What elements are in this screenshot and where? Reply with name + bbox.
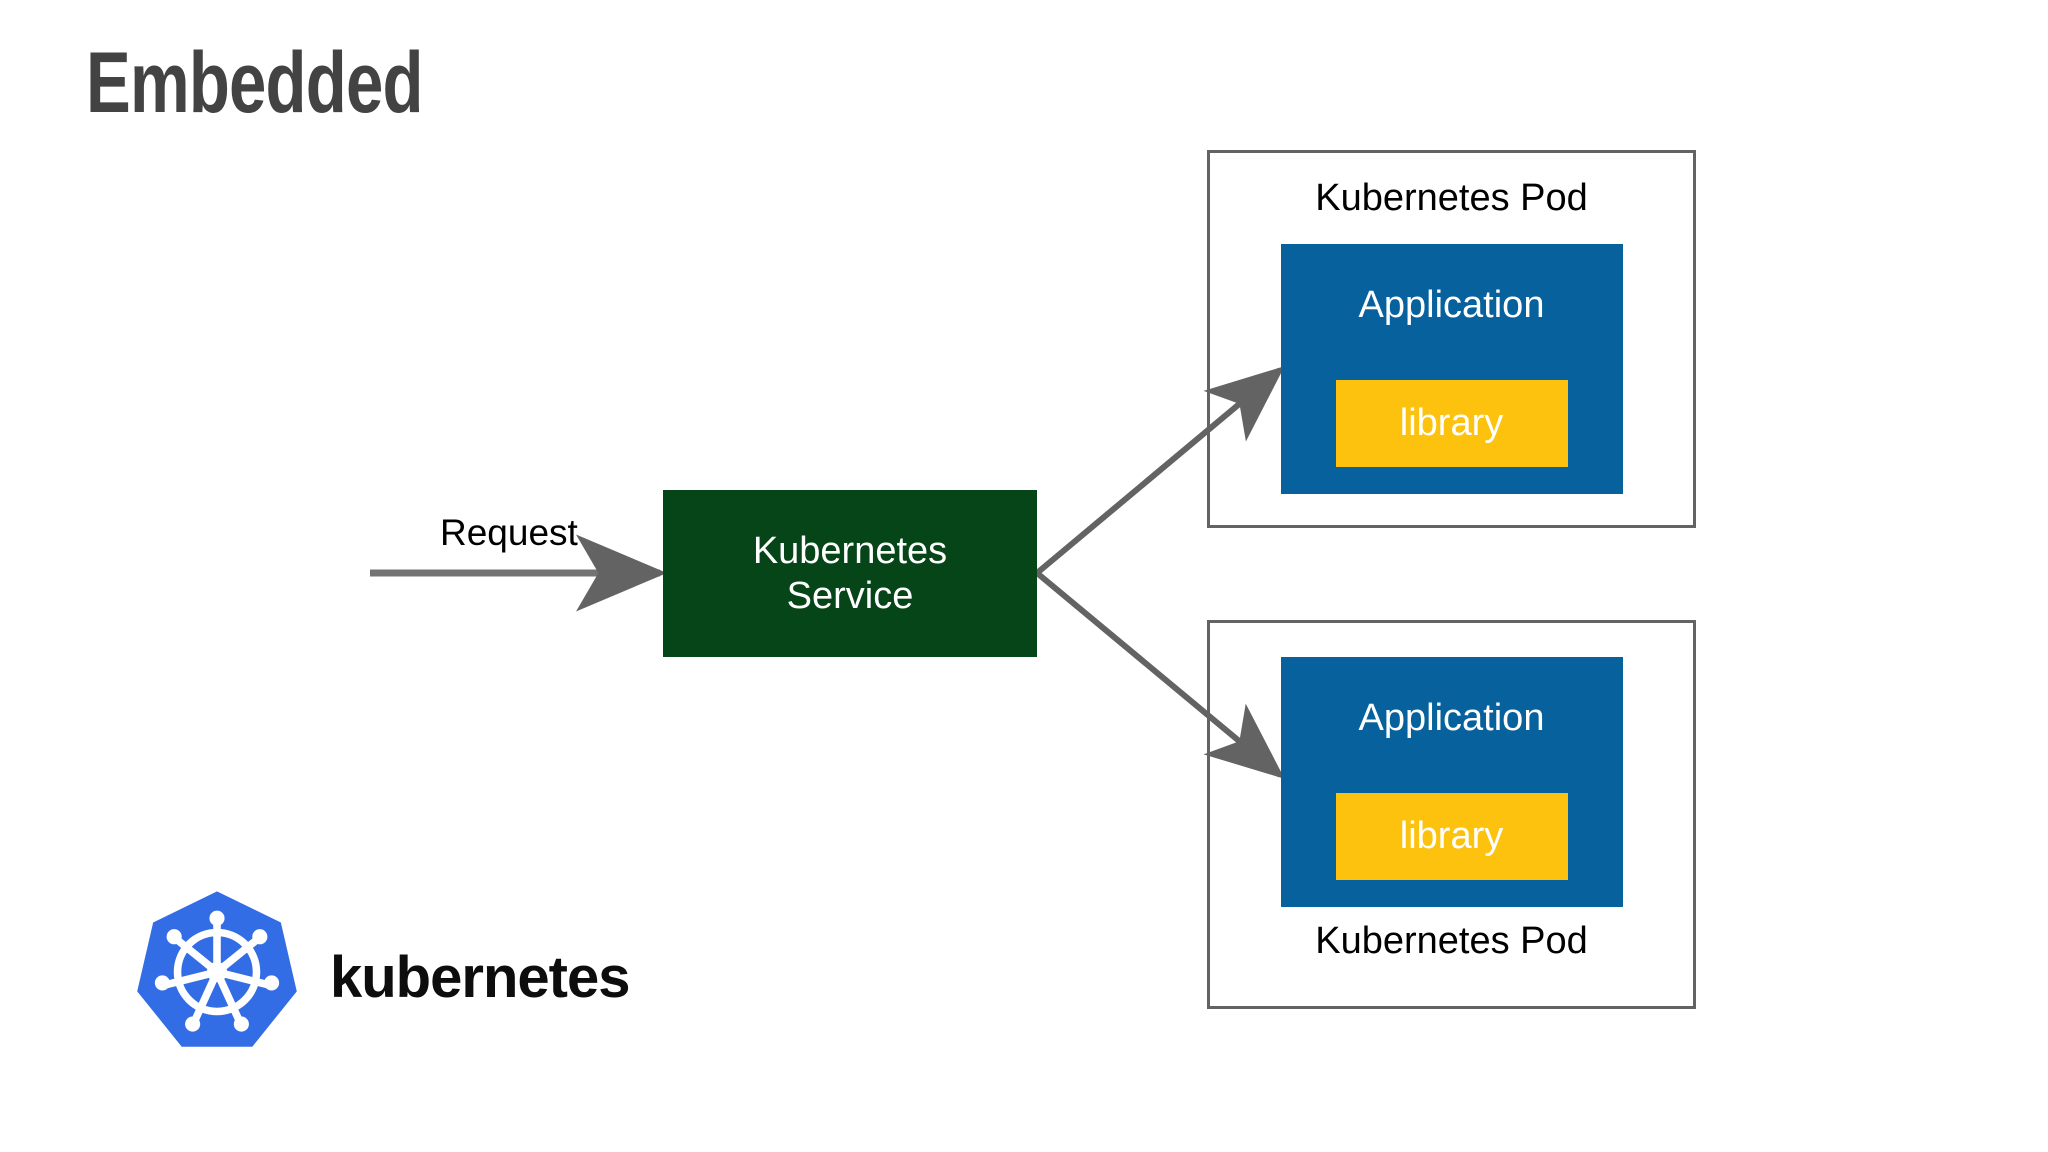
request-label: Request [440,512,578,553]
kubernetes-pod-top[interactable]: Kubernetes Pod Application library [1207,150,1696,528]
pod-bottom-application-label: Application [1358,697,1545,739]
service-label-line2: Service [786,574,914,617]
pod-top-library-box[interactable]: library [1335,380,1568,467]
kubernetes-wordmark: kubernetes [330,945,630,1010]
kubernetes-helm-icon [137,891,297,1047]
pod-top-label: Kubernetes Pod [1315,177,1588,219]
pod-bottom-library-label: library [1399,815,1504,857]
pod-bottom-label: Kubernetes Pod [1315,920,1588,962]
page-title: Embedded [86,35,423,131]
pod-top-application-label: Application [1358,284,1545,326]
kubernetes-service-box[interactable]: Kubernetes Service [663,490,1037,657]
pod-top-application-box[interactable]: Application library [1280,244,1623,494]
pod-bottom-application-box[interactable]: Application library [1280,657,1623,907]
kubernetes-pod-bottom[interactable]: Application library Kubernetes Pod [1207,620,1696,1009]
service-label-line1: Kubernetes [752,529,948,572]
pod-bottom-library-box[interactable]: library [1335,793,1568,880]
pod-top-library-label: library [1399,402,1504,444]
